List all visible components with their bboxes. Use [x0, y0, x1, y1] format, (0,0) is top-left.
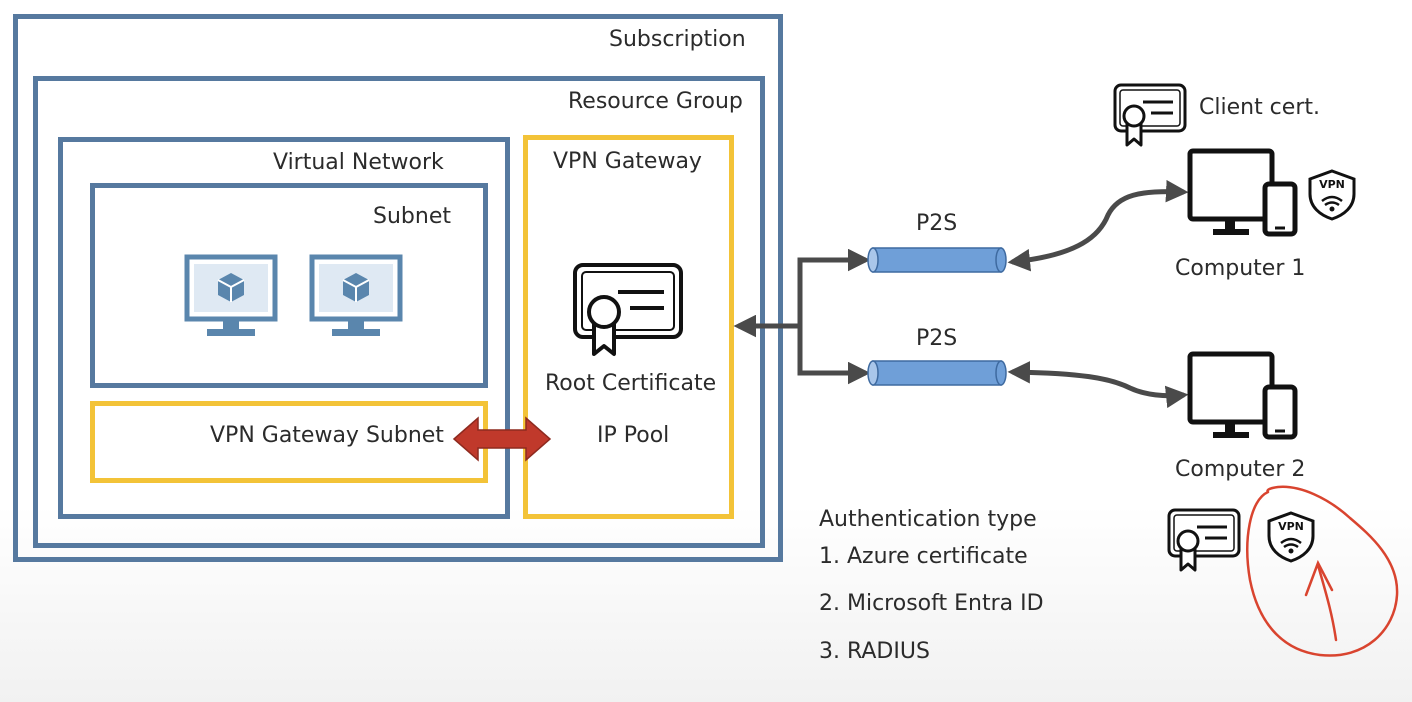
certificate-icon [573, 263, 683, 356]
auth-type-item: 3. RADIUS [819, 639, 930, 664]
vpn-gateway-subnet-label: VPN Gateway Subnet [210, 423, 444, 448]
computer-1-label: Computer 1 [1175, 256, 1306, 281]
p2s-label-1: P2S [916, 211, 958, 236]
red-double-arrow [452, 416, 552, 462]
p2s-tunnel-1 [867, 247, 1007, 273]
vpn-shield-icon [1308, 169, 1356, 221]
vm-monitor-icon [309, 254, 403, 336]
subnet-label: Subnet [373, 204, 451, 229]
auth-type-item: 1. Azure certificate [819, 544, 1028, 569]
vm-monitor-icon [184, 254, 278, 336]
subscription-label: Subscription [609, 27, 746, 52]
client-certificate-icon [1167, 508, 1241, 572]
auth-type-title: Authentication type [819, 507, 1037, 532]
computer-2-label: Computer 2 [1175, 457, 1306, 482]
subnet-box [90, 183, 488, 388]
virtual-network-label: Virtual Network [273, 150, 444, 175]
client-certificate-icon [1113, 83, 1187, 147]
computer-device-icon [1187, 351, 1298, 440]
ip-pool-label: IP Pool [597, 423, 670, 448]
vpn-badge-text: VPN [1319, 178, 1345, 191]
client-cert-label: Client cert. [1199, 95, 1320, 120]
p2s-tunnel-2 [867, 360, 1007, 386]
vpn-shield-badge: VPN [1305, 168, 1359, 222]
vpn-badge-text: VPN [1278, 520, 1304, 533]
resource-group-label: Resource Group [568, 89, 743, 114]
vpn-gateway-box [523, 135, 734, 519]
vpn-shield-badge: VPN [1264, 510, 1318, 564]
subscription-box [13, 14, 783, 562]
root-certificate-label: Root Certificate [545, 371, 717, 396]
p2s-label-2: P2S [916, 326, 958, 351]
virtual-network-box [58, 137, 510, 519]
vpn-shield-icon [1267, 511, 1315, 563]
resource-group-box [33, 76, 765, 548]
computer-device-icon [1187, 148, 1298, 237]
auth-type-item: 2. Microsoft Entra ID [819, 591, 1044, 616]
vpn-gateway-label: VPN Gateway [553, 149, 702, 174]
